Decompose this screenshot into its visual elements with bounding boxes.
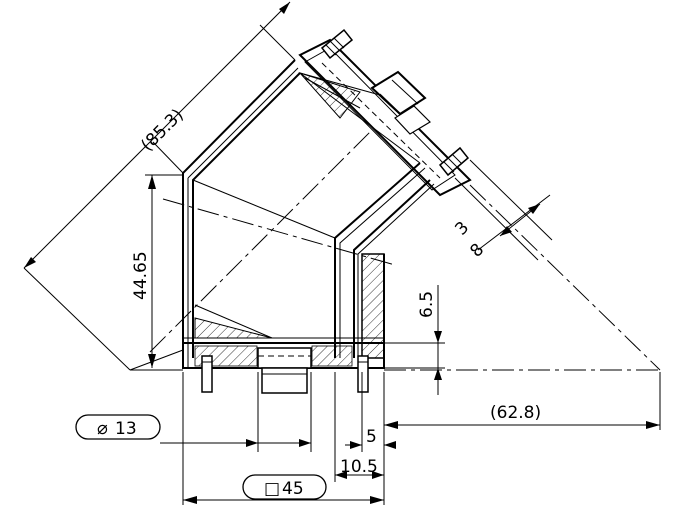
diameter-value: 13 [115,419,137,439]
dim-inset-b-label: 10.5 [340,457,378,477]
dim-diagonal-label: (85.3) [137,105,187,155]
dim-base-offset-label: (62.8) [490,403,541,423]
dimension-height: 44.65 [131,174,183,368]
dimension-base-offset: (62.8) [384,372,661,430]
elbow-housing [182,59,435,394]
square-symbol: □ [264,479,280,499]
center-lines [130,129,661,371]
dim-inset-label: 5 [366,427,377,447]
dim-step-label: 6.5 [417,291,437,318]
dimension-diagonal: (85.3) [23,1,296,371]
dimension-diameter: ⌀ 13 [75,372,312,505]
dim-small-b-label: 8 [466,240,488,262]
dimension-square: □ 45 [183,474,384,504]
square-value: 45 [282,479,304,499]
dimension-inset-b: 10.5 [334,372,384,482]
angled-flange [298,28,472,197]
dimension-inset: 5 [345,372,396,505]
diameter-symbol: ⌀ [97,418,108,439]
dim-small-a-label: 3 [451,218,473,240]
dim-height-label: 44.65 [131,251,151,300]
dimension-step: 6.5 [384,285,445,395]
